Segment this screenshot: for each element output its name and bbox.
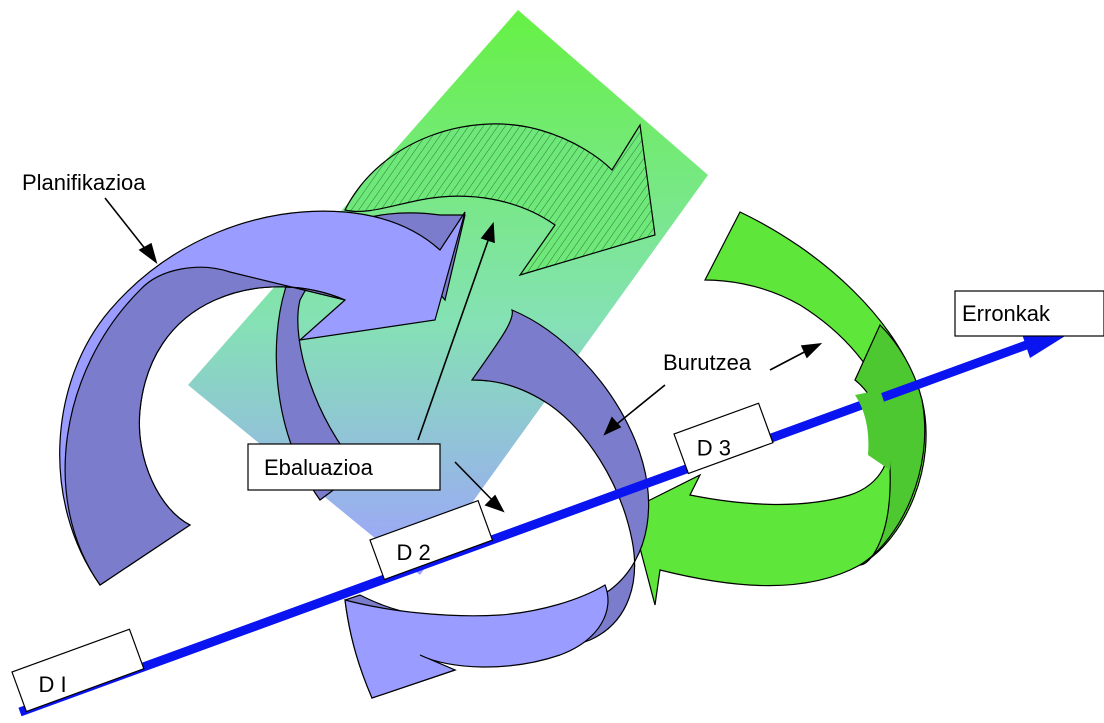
evaluation-leader-down (454, 461, 497, 505)
planning-leader (104, 197, 151, 256)
evaluation-leader-up (417, 234, 491, 441)
evaluation-label: Ebaluazioa (264, 455, 374, 480)
execution-leader-left (611, 384, 666, 429)
evaluation-box: Ebaluazioa (247, 443, 441, 491)
execution-arrowhead-left (603, 416, 622, 436)
execution-label: Burutzea (663, 350, 752, 375)
blue-loop-2-back (275, 212, 466, 501)
stage-d2-box: D 2 (369, 499, 494, 581)
stage-d1-label: D I (38, 672, 66, 697)
execution-arrowhead-right (800, 342, 823, 359)
challenges-box: Erronkak (954, 290, 1104, 337)
planning-arrowhead (138, 242, 158, 265)
planning-label: Planifikazioa (22, 170, 146, 195)
evaluation-arrowhead-down (484, 494, 505, 513)
stage-d1-box: D I (11, 628, 145, 713)
evaluation-arrowhead-up (480, 221, 495, 244)
blue-loop-2-lower (344, 584, 609, 699)
blue-loop-1-inner (64, 266, 346, 586)
hatched-loop-arrow (344, 123, 656, 277)
stage-d3-box: D 3 (673, 402, 774, 475)
stage-d3-label: D 3 (697, 436, 731, 461)
challenges-label: Erronkak (962, 301, 1051, 326)
stage-d2-label: D 2 (396, 540, 430, 565)
green-loop-overpass (855, 390, 891, 470)
